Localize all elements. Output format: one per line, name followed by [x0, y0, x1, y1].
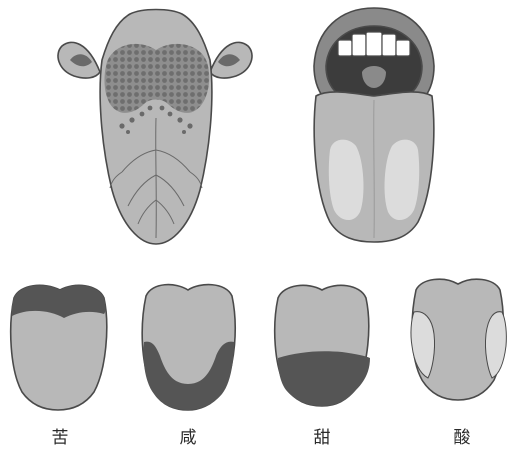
sour-zone-left: [411, 312, 435, 378]
tongue-salty: [142, 285, 235, 410]
sweet-zone: [278, 351, 370, 406]
right-light-region: [385, 140, 420, 220]
open-mouth-tongue: [314, 8, 434, 242]
anatomical-tongue: [58, 10, 252, 245]
tongue-bitter: [11, 285, 107, 410]
label-salty: 咸: [168, 428, 208, 448]
sour-zone-right: [485, 312, 506, 378]
label-sweet: 甜: [302, 428, 342, 448]
label-bitter: 苦: [40, 428, 80, 448]
label-sour: 酸: [442, 428, 482, 448]
tongue-sour: [411, 279, 506, 400]
left-light-region: [329, 140, 364, 220]
tongue-sweet: [275, 285, 370, 406]
